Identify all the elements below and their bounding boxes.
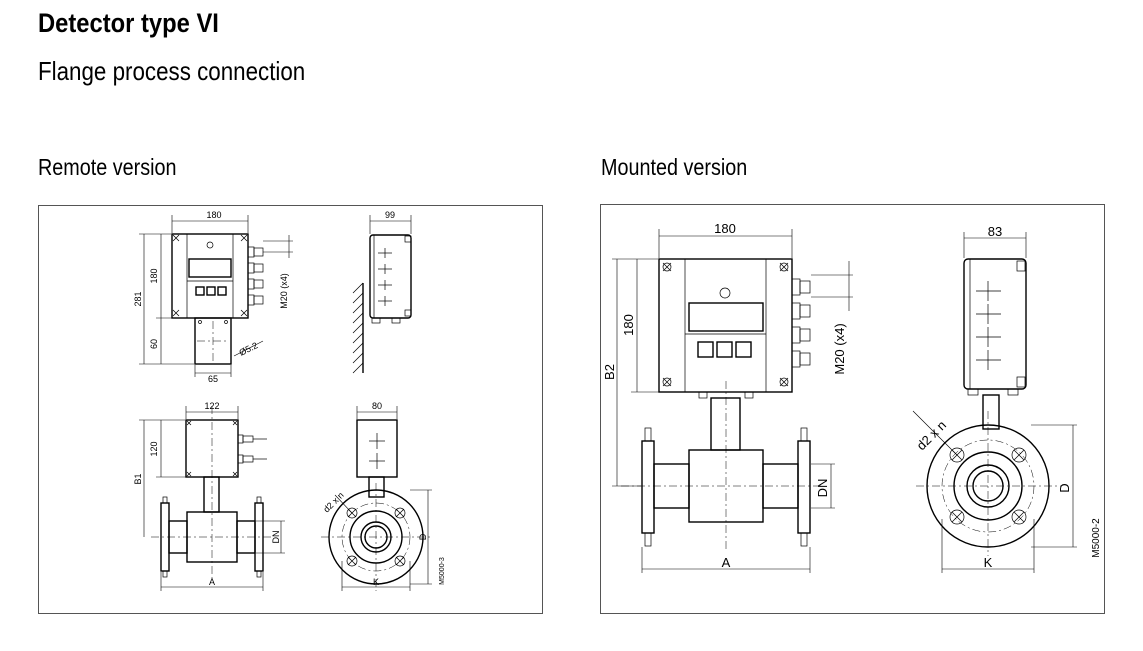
mounted-b2-label: B2 (602, 364, 617, 380)
mounted-cable-label: M20 (x4) (832, 323, 847, 374)
remote-w122-label: 122 (204, 401, 219, 411)
mounted-drawing-svg: 180 180 B2 A DN M20 (x4) (602, 221, 1102, 573)
mounted-d2n-label: d2 x n (914, 417, 950, 453)
remote-w180-label: 180 (206, 210, 221, 220)
mounted-version-heading: Mounted version (601, 154, 748, 180)
remote-h120-label: 120 (149, 441, 159, 456)
remote-sensor-front-dimensions (139, 406, 285, 591)
mounted-w83-label: 83 (988, 224, 1002, 239)
remote-front-dimensions (139, 215, 293, 377)
mounted-converter-front (621, 258, 821, 549)
remote-k-label: K (373, 577, 379, 587)
remote-sensor-side (321, 406, 432, 591)
remote-converter-front (171, 233, 264, 365)
remote-w99-label: 99 (385, 210, 395, 220)
mounted-w180-label: 180 (714, 221, 736, 236)
mounted-d-label: D (1057, 483, 1072, 492)
remote-version-drawing: 180 180 281 60 65 Ø5.2 M20 (x4) (38, 205, 543, 614)
remote-h180-label: 180 (149, 268, 159, 283)
page-subtitle: Flange process connection (38, 56, 306, 86)
remote-version-heading: Remote version (38, 154, 177, 180)
mounted-dn-label: DN (815, 479, 830, 498)
remote-cable-label: M20 (x4) (279, 273, 289, 309)
mounted-side-view (912, 232, 1077, 573)
remote-a-label: A (209, 577, 215, 587)
remote-h281-label: 281 (133, 291, 143, 306)
mounted-front-dimensions (612, 229, 853, 573)
remote-hole-label: Ø5.2 (237, 340, 259, 358)
remote-drawing-svg: 180 180 281 60 65 Ø5.2 M20 (x4) (133, 210, 446, 591)
mounted-drawing-code: M5000-2 (1091, 518, 1102, 558)
remote-d-label: D (418, 533, 428, 540)
remote-sensor-front (151, 406, 273, 581)
remote-w65-label: 65 (208, 374, 218, 384)
page-title: Detector type VI (38, 8, 219, 38)
mounted-k-label: K (984, 555, 993, 570)
remote-b1-label: B1 (133, 473, 143, 484)
mounted-a-label: A (722, 555, 731, 570)
remote-h60-label: 60 (149, 339, 159, 349)
mounted-version-drawing: 180 180 B2 A DN M20 (x4) (600, 204, 1105, 614)
remote-w80-label: 80 (372, 401, 382, 411)
remote-drawing-code: M5000-3 (439, 557, 446, 585)
mounted-h180-label: 180 (621, 314, 636, 336)
remote-dn-label: DN (271, 531, 281, 544)
remote-converter-side (352, 215, 412, 374)
